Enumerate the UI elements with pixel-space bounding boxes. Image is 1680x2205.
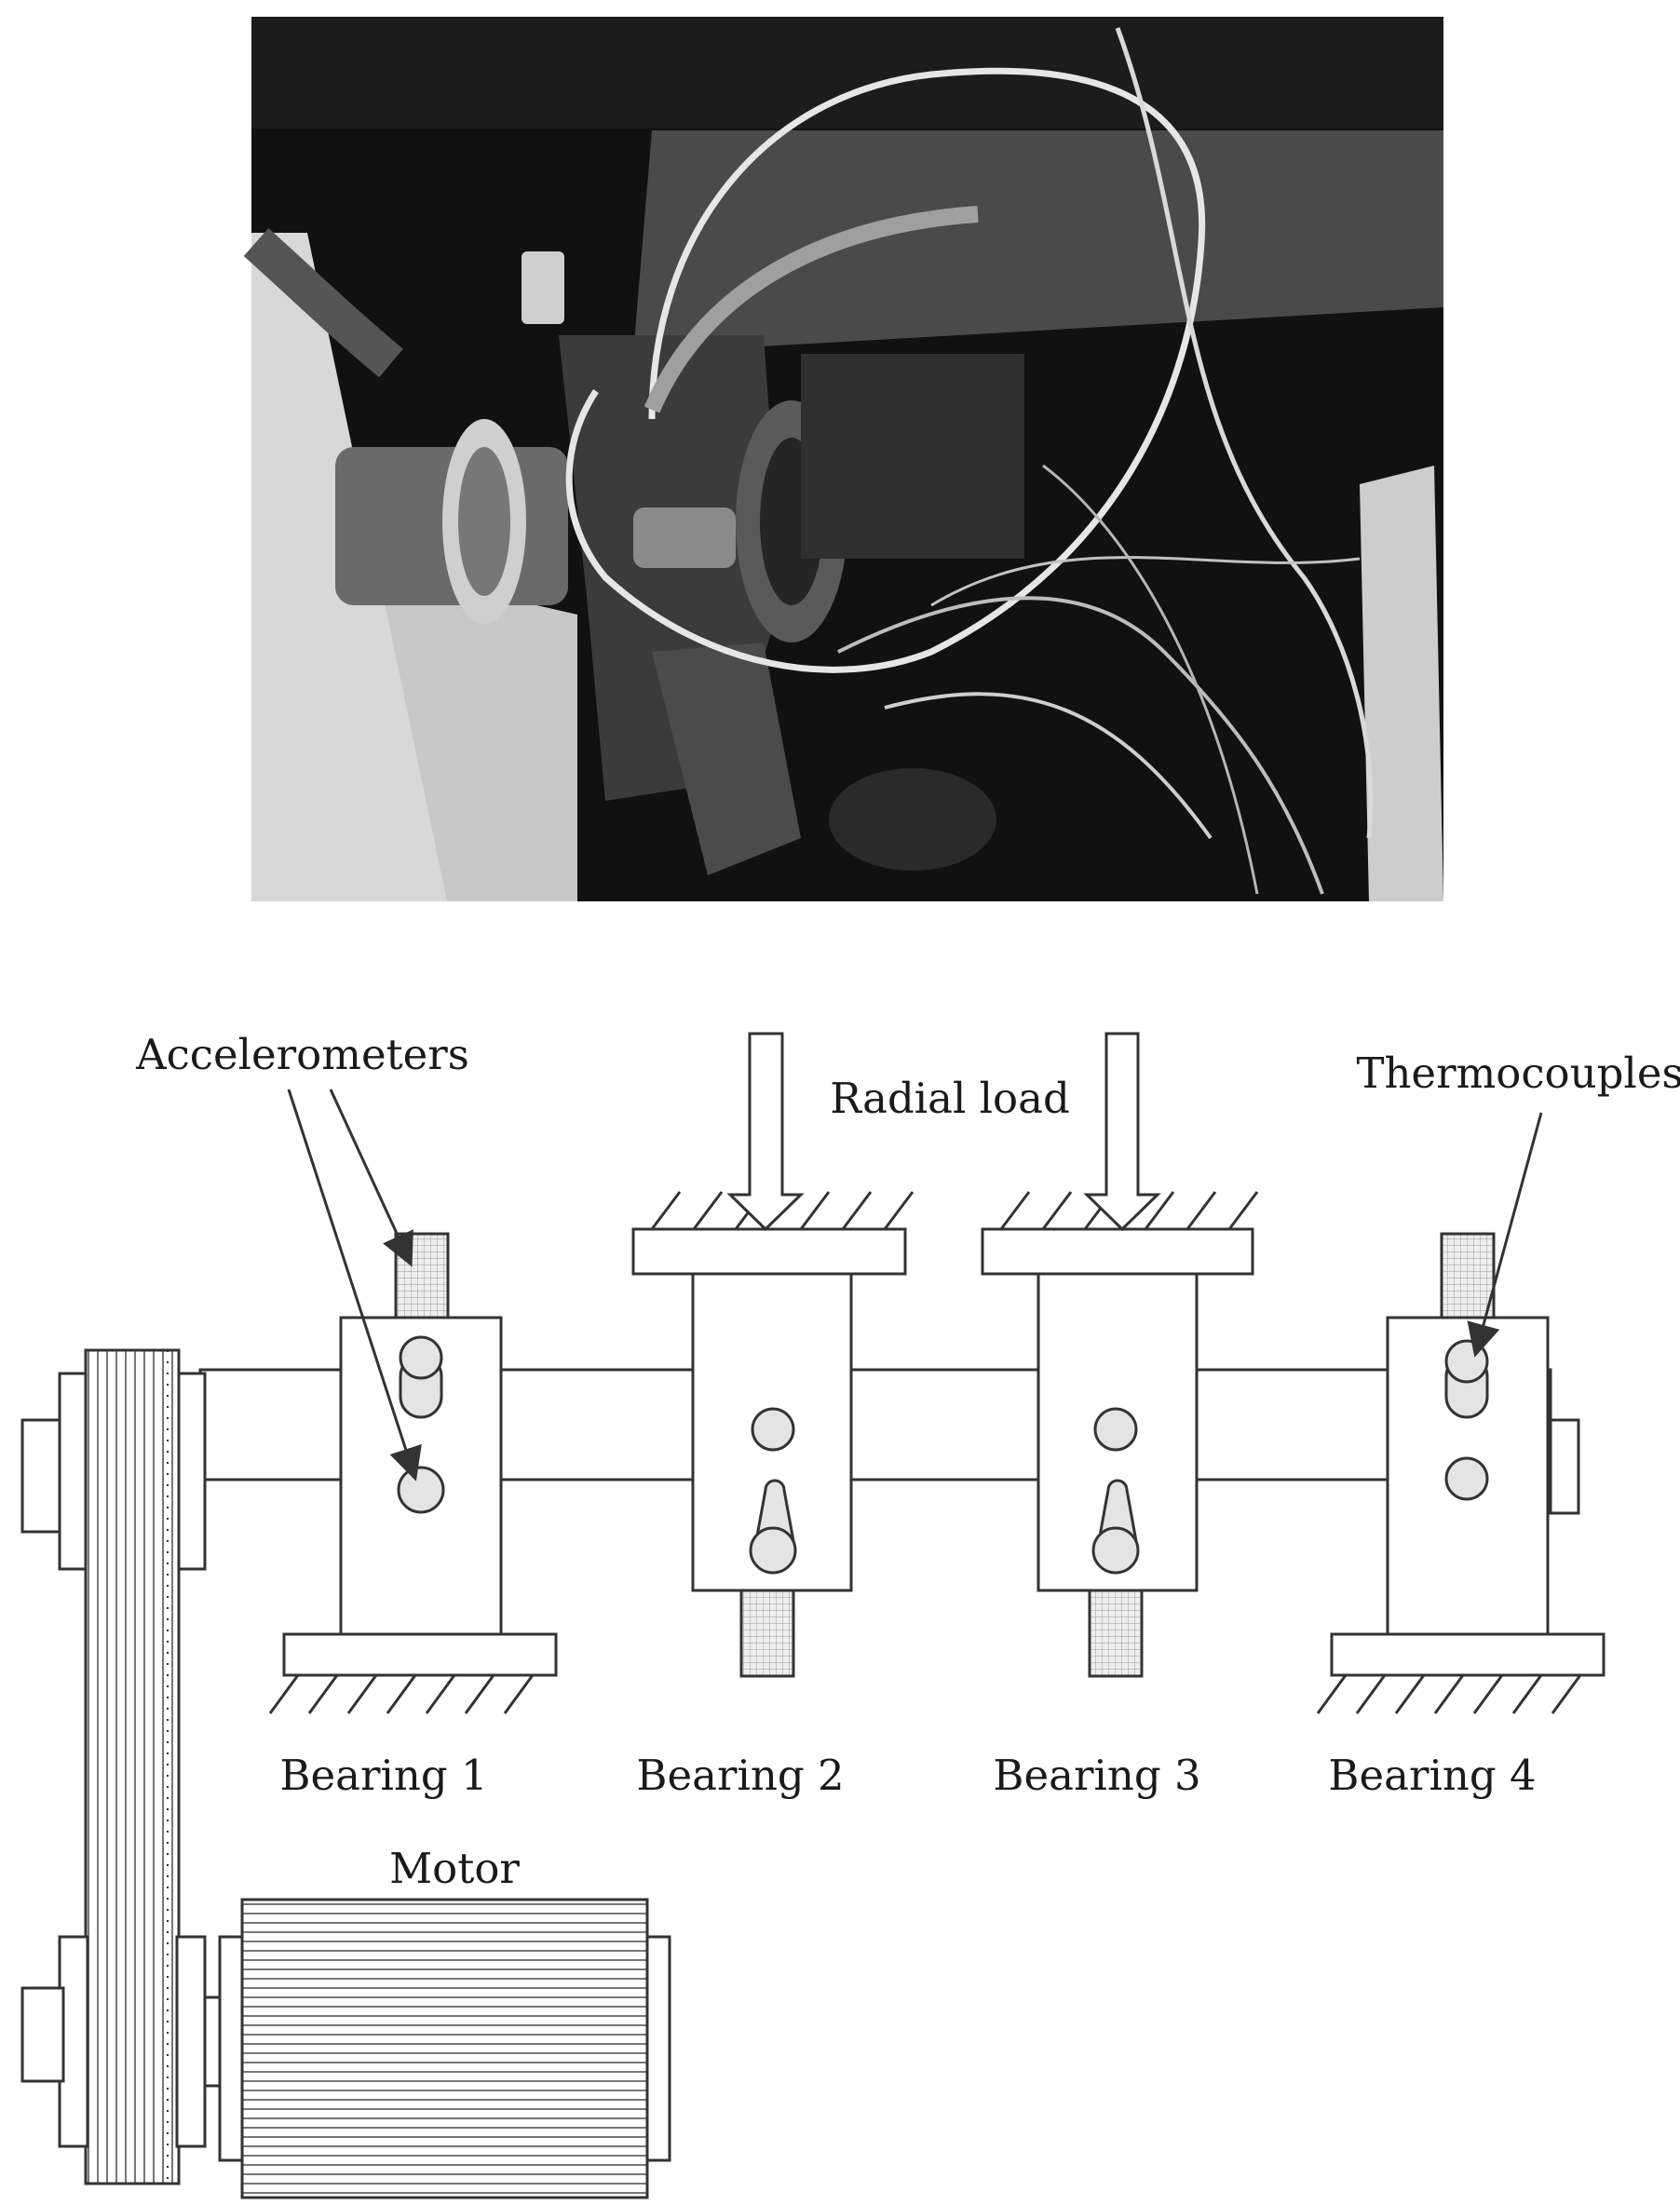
- thermocouples-label: Thermocouples: [1356, 1048, 1680, 1098]
- bearing-1-label: Bearing 1: [279, 1751, 487, 1800]
- drive-belt: [84, 1348, 181, 2185]
- accelerometers-label: Accelerometers: [135, 1030, 469, 1079]
- radial-load-arrow-2: [726, 1032, 805, 1232]
- test-rig-photo: [243, 17, 1443, 901]
- bearing-3: Bearing 3: [981, 1032, 1259, 1800]
- bearing-4: Bearing 4: [1316, 1232, 1605, 1800]
- lower-pulley: [20, 1935, 207, 2148]
- schematic-diagram: Motor Bearing 1: [20, 1030, 1680, 2199]
- thermocouple-leader: [1467, 1112, 1543, 1358]
- bearing-1: Bearing 1: [268, 1232, 558, 1800]
- motor-label: Motor: [389, 1844, 520, 1893]
- bearing-2-label: Bearing 2: [636, 1751, 844, 1800]
- radial-load-arrow-3: [1083, 1032, 1161, 1232]
- accelerometer-leader-2: [329, 1089, 413, 1267]
- ground-hatch-4: [1316, 1674, 1582, 1714]
- accelerometer-leader-1: [287, 1089, 422, 1481]
- bearing-2: Bearing 2: [631, 1032, 915, 1800]
- ground-hatch-1: [268, 1674, 535, 1714]
- ceiling-hatch-3: [999, 1191, 1259, 1230]
- motor: Motor: [203, 1844, 671, 2199]
- bearing-4-label: Bearing 4: [1328, 1751, 1536, 1800]
- bearing-3-label: Bearing 3: [993, 1751, 1200, 1800]
- radial-load-label: Radial load: [830, 1074, 1070, 1123]
